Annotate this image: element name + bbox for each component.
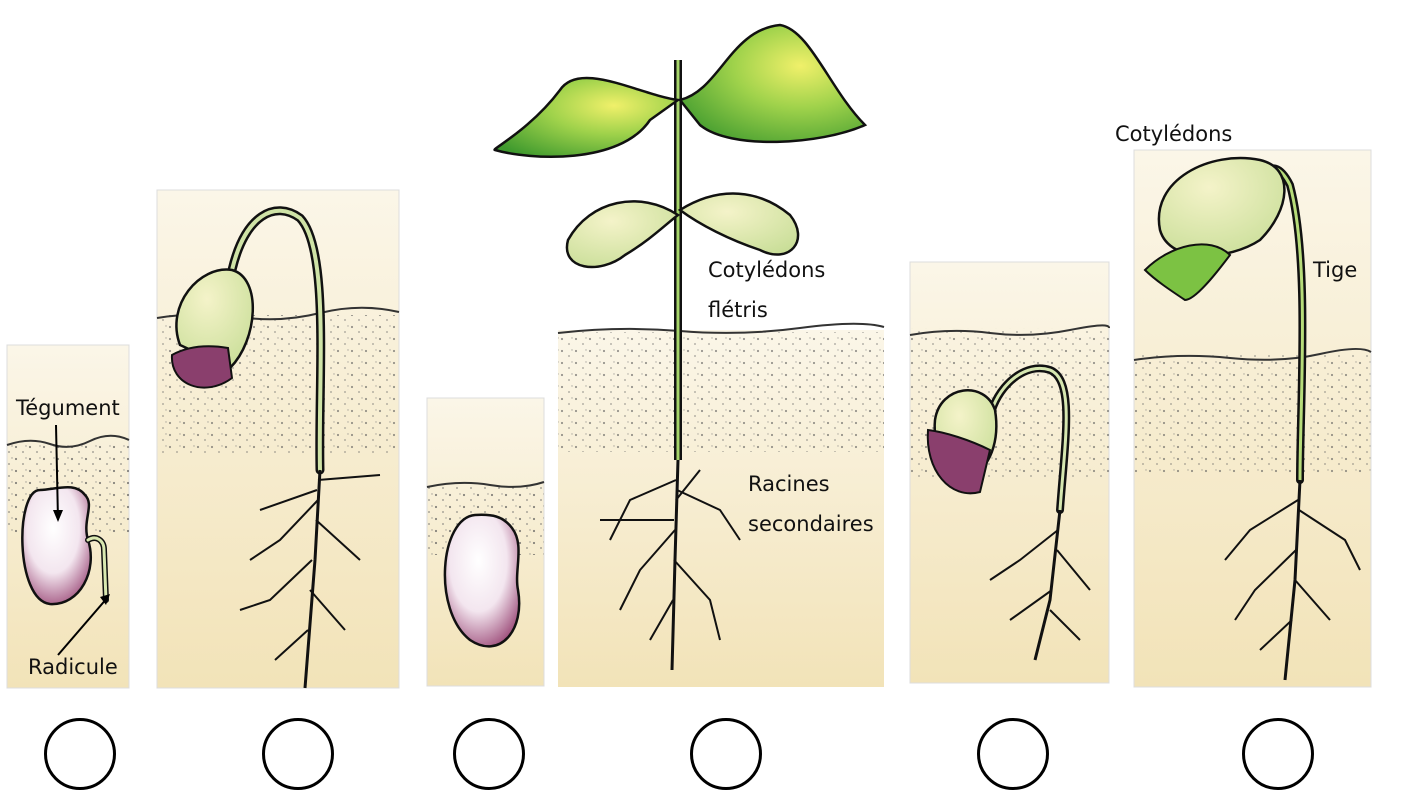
panel-stage-seed	[427, 398, 544, 686]
answer-circle-5[interactable]	[977, 718, 1049, 790]
answer-circle-3[interactable]	[453, 718, 525, 790]
answer-circle-6[interactable]	[1242, 718, 1314, 790]
label-radicule: Radicule	[28, 657, 118, 678]
answer-circle-4[interactable]	[690, 718, 762, 790]
answer-circle-2[interactable]	[262, 718, 334, 790]
label-cotyledons: Cotylédons	[1115, 124, 1232, 145]
label-racines-line2: secondaires	[748, 514, 874, 535]
answer-circle-1[interactable]	[44, 718, 116, 790]
label-racines-line1: Racines	[748, 474, 830, 495]
label-tige: Tige	[1313, 260, 1357, 281]
panel-stage-emerging	[910, 262, 1109, 683]
label-cotyledons-fletris-line2: flétris	[708, 300, 768, 321]
label-cotyledons-fletris-line1: Cotylédons	[708, 260, 825, 281]
panel-stage-seedling	[1134, 150, 1371, 687]
label-tegument: Tégument	[16, 398, 120, 419]
panel-stage-young-plant	[495, 25, 884, 687]
panel-stage-hook	[157, 190, 399, 688]
